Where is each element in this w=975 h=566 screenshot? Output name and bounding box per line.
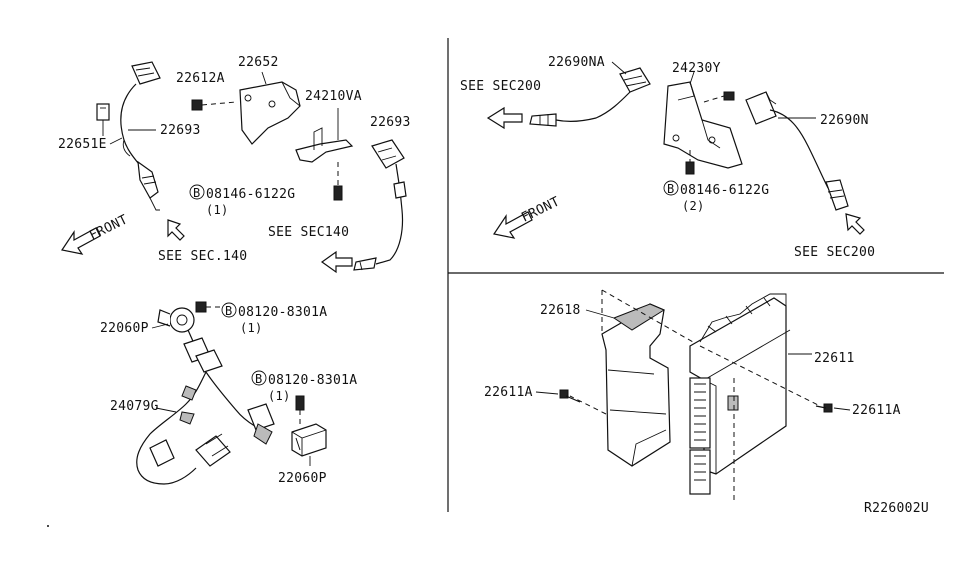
bolt-22612a (191, 99, 237, 111)
leader-24079g (155, 407, 177, 413)
qty-08146-left: (1) (206, 203, 229, 217)
ecm-bracket-22618 (569, 289, 701, 467)
label-22060p-a: 22060P (100, 321, 149, 336)
bolt-marker-08120-a: B (225, 304, 233, 318)
label-22693-right: 22693 (370, 115, 411, 130)
screw-22611a-right (815, 403, 833, 413)
label-22690na: 22690NA (548, 55, 605, 70)
label-22611a-left: 22611A (484, 385, 533, 400)
label-22651e: 22651E (58, 137, 107, 152)
label-see-sec200-a: SEE SEC200 (460, 79, 541, 94)
label-24079g: 24079G (110, 399, 159, 414)
oxygen-sensor-22690na (529, 61, 651, 127)
label-22060p-b: 22060P (278, 471, 327, 486)
label-see-sec140-a: SEE SEC.140 (158, 249, 247, 264)
label-22618: 22618 (540, 303, 581, 318)
stray-dot (47, 525, 49, 527)
leader-22611a-right (833, 407, 851, 411)
label-08120-8301a-b: 08120-8301A (268, 373, 357, 388)
label-08120-8301a-a: 08120-8301A (238, 305, 327, 320)
label-see-sec200-b: SEE SEC200 (794, 245, 875, 260)
see-sec200-arrow-a: SEE SEC200 (460, 79, 541, 130)
label-08146-6122g-left: 08146-6122G (206, 187, 295, 202)
screw-22611a-left (559, 389, 581, 403)
bolt-marker-08120-b: B (255, 372, 263, 386)
bolt-08146-left: B 08146-6122G (1) (189, 162, 343, 217)
leader-22611a-left (535, 391, 559, 395)
leader-22618 (585, 309, 615, 319)
label-22652: 22652 (238, 55, 279, 70)
qty-08146-right: (2) (682, 199, 705, 213)
label-front-left: FRONT (87, 212, 130, 243)
section-dividers (447, 38, 944, 512)
bolt-08120-a: B 08120-8301A (1) (221, 302, 327, 335)
leader-22060p-a (151, 323, 169, 329)
bracket-22652 (239, 71, 301, 145)
see-sec140-arrow-b: SEE SEC140 (268, 225, 353, 274)
harness-24079g (136, 337, 275, 485)
leader-22651e (109, 137, 123, 145)
label-24230y: 24230Y (672, 61, 721, 76)
label-22693-left: 22693 (160, 123, 201, 138)
label-see-sec140-b: SEE SEC140 (268, 225, 349, 240)
front-arrow-right: FRONT (493, 194, 562, 239)
label-22611a-right: 22611A (852, 403, 901, 418)
knock-sensor-lower-22060p (291, 423, 327, 466)
bolt-marker-08146-right: B (667, 182, 675, 196)
label-24210va: 24210VA (305, 89, 362, 104)
diagram-code: R226002U (864, 501, 929, 516)
oxygen-sensor-22690n (745, 91, 849, 211)
oxygen-sensor-left-22693 (120, 61, 161, 211)
bracket-24230y (663, 71, 743, 169)
label-22612a: 22612A (176, 71, 225, 86)
front-arrow-left: FRONT (61, 212, 130, 255)
label-22611: 22611 (814, 351, 855, 366)
label-08146-6122g-right: 08146-6122G (680, 183, 769, 198)
bolt-marker-08146-left: B (193, 186, 201, 200)
see-sec140-arrow-a: SEE SEC.140 (158, 219, 247, 264)
ecm-22611 (689, 293, 821, 500)
clip-22651e (96, 103, 110, 136)
label-22690n: 22690N (820, 113, 869, 128)
qty-08120-b: (1) (268, 389, 291, 403)
bolt-08120-b: B 08120-8301A (1) (251, 370, 357, 424)
see-sec200-arrow-b: SEE SEC200 (794, 213, 875, 260)
qty-08120-a: (1) (240, 321, 263, 335)
label-front-right: FRONT (519, 194, 562, 225)
oxygen-sensor-right-22693 (353, 139, 407, 271)
bolt-08146-right: B 08146-6122G (2) (663, 150, 769, 213)
bracket-24210va (295, 108, 354, 163)
knock-sensor-upper-22060p (157, 301, 222, 349)
